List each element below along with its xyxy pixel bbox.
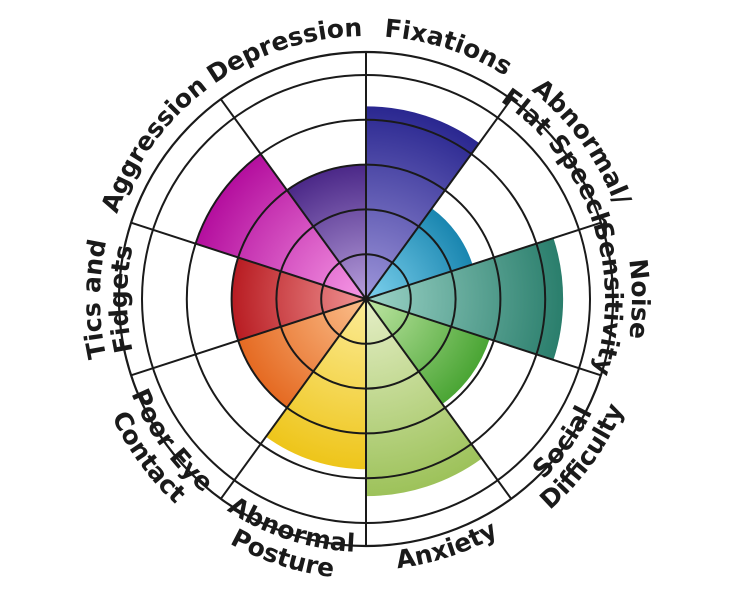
spoke-3 [365,298,602,377]
label-abnormal-flat-speech: Abnormal/Flat Speech [497,73,638,235]
label-line: Noise [623,257,655,341]
label-line: Aggression [95,70,212,216]
wedge-aggression [195,154,366,299]
label-line: Anxiety [394,515,502,574]
spoke-7 [130,298,367,377]
spoke-8 [130,221,367,300]
label-line: Fixations [383,14,517,82]
wedge-tics-and-fidgets [231,257,366,341]
label-fixations: Fixations [383,14,517,82]
wedge-depression [287,164,366,299]
spoke-6 [220,298,367,500]
wedge-abnormal-flat-speech [366,208,473,299]
wedge-poor-eye-contact [238,299,366,408]
wedge-group [195,106,564,497]
spoke-1 [365,98,512,300]
wedge-anxiety [366,299,482,497]
spoke-2 [365,221,602,300]
wedge-fixations [366,106,480,299]
label-anxiety: Anxiety [394,515,502,574]
label-aggression: Aggression [95,70,212,216]
label-line: Sensitivity [588,219,628,379]
wedge-social-difficulty [366,299,490,405]
spoke-9 [220,98,367,300]
label-line: Fidgets [104,242,139,355]
wedge-abnormal-posture [265,299,366,470]
wedge-noise-sensitivity [366,238,564,360]
spoke-4 [365,298,512,500]
spoke-grid [130,52,602,546]
